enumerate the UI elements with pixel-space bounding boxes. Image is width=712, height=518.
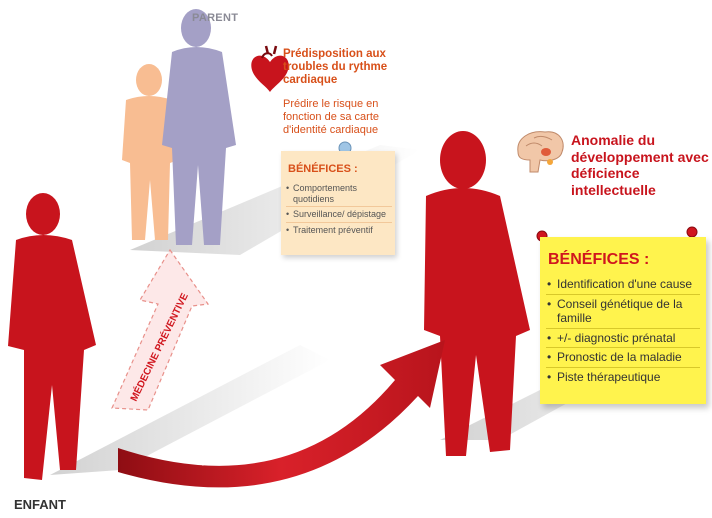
preventive-arrow [111, 248, 210, 411]
child-label: ENFANT [14, 497, 66, 512]
child-benefits-title: BÉNÉFICES : [548, 251, 650, 268]
predisposition-description: Prédire le risque en fonction de sa cart… [283, 98, 380, 136]
predisposition-title: Prédisposition aux troubles du rythme ca… [283, 48, 388, 86]
brain-icon [517, 131, 564, 173]
parent-benefits-list: Comportements quotidiens Surveillance/ d… [286, 181, 392, 237]
list-item: Pronostic de la maladie [546, 348, 700, 368]
child-figure [8, 193, 96, 480]
pushpin-right-icon [686, 226, 698, 238]
list-item: Surveillance/ dépistage [286, 207, 392, 223]
parent-benefits-title: BÉNÉFICES : [288, 163, 358, 175]
list-item: Traitement préventif [286, 223, 392, 238]
heart-icon [251, 45, 289, 92]
child-shadow [50, 345, 330, 475]
diagnostic-arrow [118, 340, 445, 488]
adult-figure [424, 131, 530, 456]
list-item: Identification d'une cause [546, 275, 700, 295]
list-item: Piste thérapeutique [546, 368, 700, 387]
parent-man-figure [162, 9, 236, 245]
list-item: Comportements quotidiens [286, 181, 392, 207]
child-benefits-note: BÉNÉFICES : Identification d'une cause C… [540, 237, 706, 404]
parent-label: PARENT [192, 12, 239, 24]
parent-benefits-note: BÉNÉFICES : Comportements quotidiens Sur… [281, 151, 395, 255]
child-benefits-list: Identification d'une cause Conseil génét… [546, 275, 700, 386]
list-item: +/- diagnostic prénatal [546, 329, 700, 348]
anomaly-title: Anomalie du développement avec déficienc… [571, 132, 709, 198]
list-item: Conseil génétique de la famille [546, 295, 700, 329]
